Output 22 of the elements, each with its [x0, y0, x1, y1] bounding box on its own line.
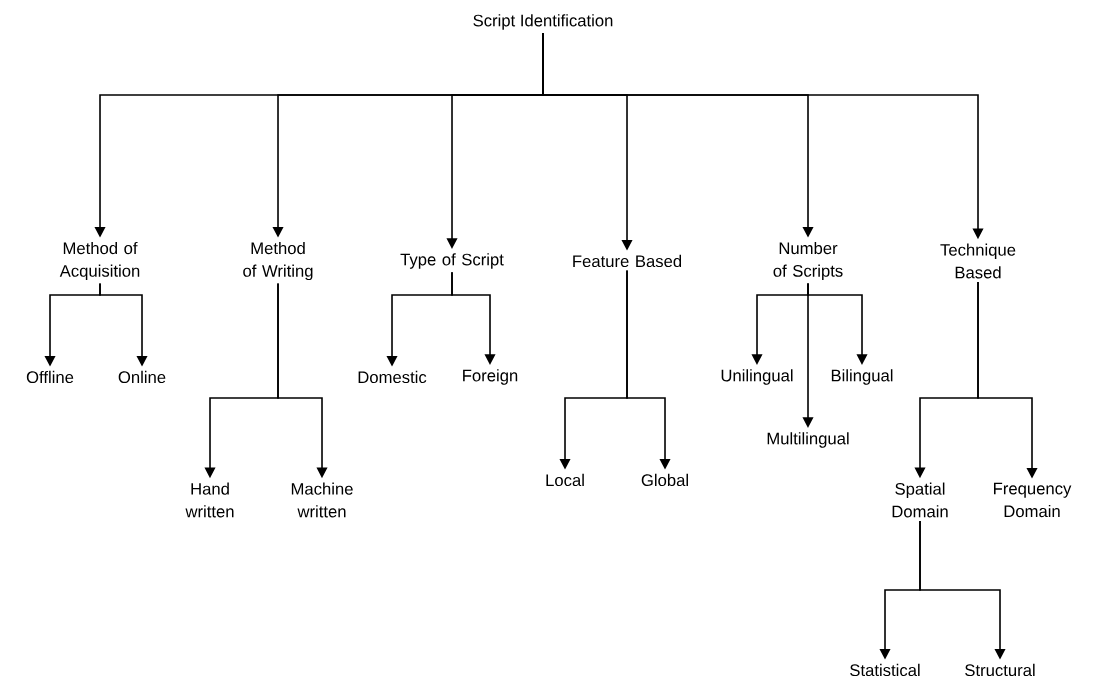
node-label: Number of Scripts [773, 241, 843, 281]
node-label: Frequency Domain [994, 482, 1072, 518]
node-label: Method of Acquisition [59, 241, 140, 281]
node-label: Domestic [358, 370, 427, 384]
node-label: Unilingual [721, 369, 793, 385]
node-label: Offline [26, 370, 74, 384]
node-label: Bilingual [831, 369, 893, 385]
node-label: Statistical [850, 663, 920, 677]
node-label: Foreign [463, 369, 518, 385]
node-label: Global [641, 473, 688, 487]
node-label: Type of Script [400, 253, 504, 269]
node-label: Multilingual [767, 432, 849, 448]
node-label: Machine written [291, 482, 353, 518]
node-label: Spatial Domain [892, 482, 948, 518]
node-label: Script Identification [473, 14, 613, 30]
node-label: Structural [965, 663, 1035, 677]
node-label: Feature Based [573, 254, 682, 268]
node-label: Local [546, 473, 584, 487]
node-label: Technique Based [940, 243, 1016, 279]
node-label: Online [118, 370, 166, 384]
node-label: Method of Writing [243, 241, 313, 281]
node-label: Hand written [185, 482, 234, 518]
